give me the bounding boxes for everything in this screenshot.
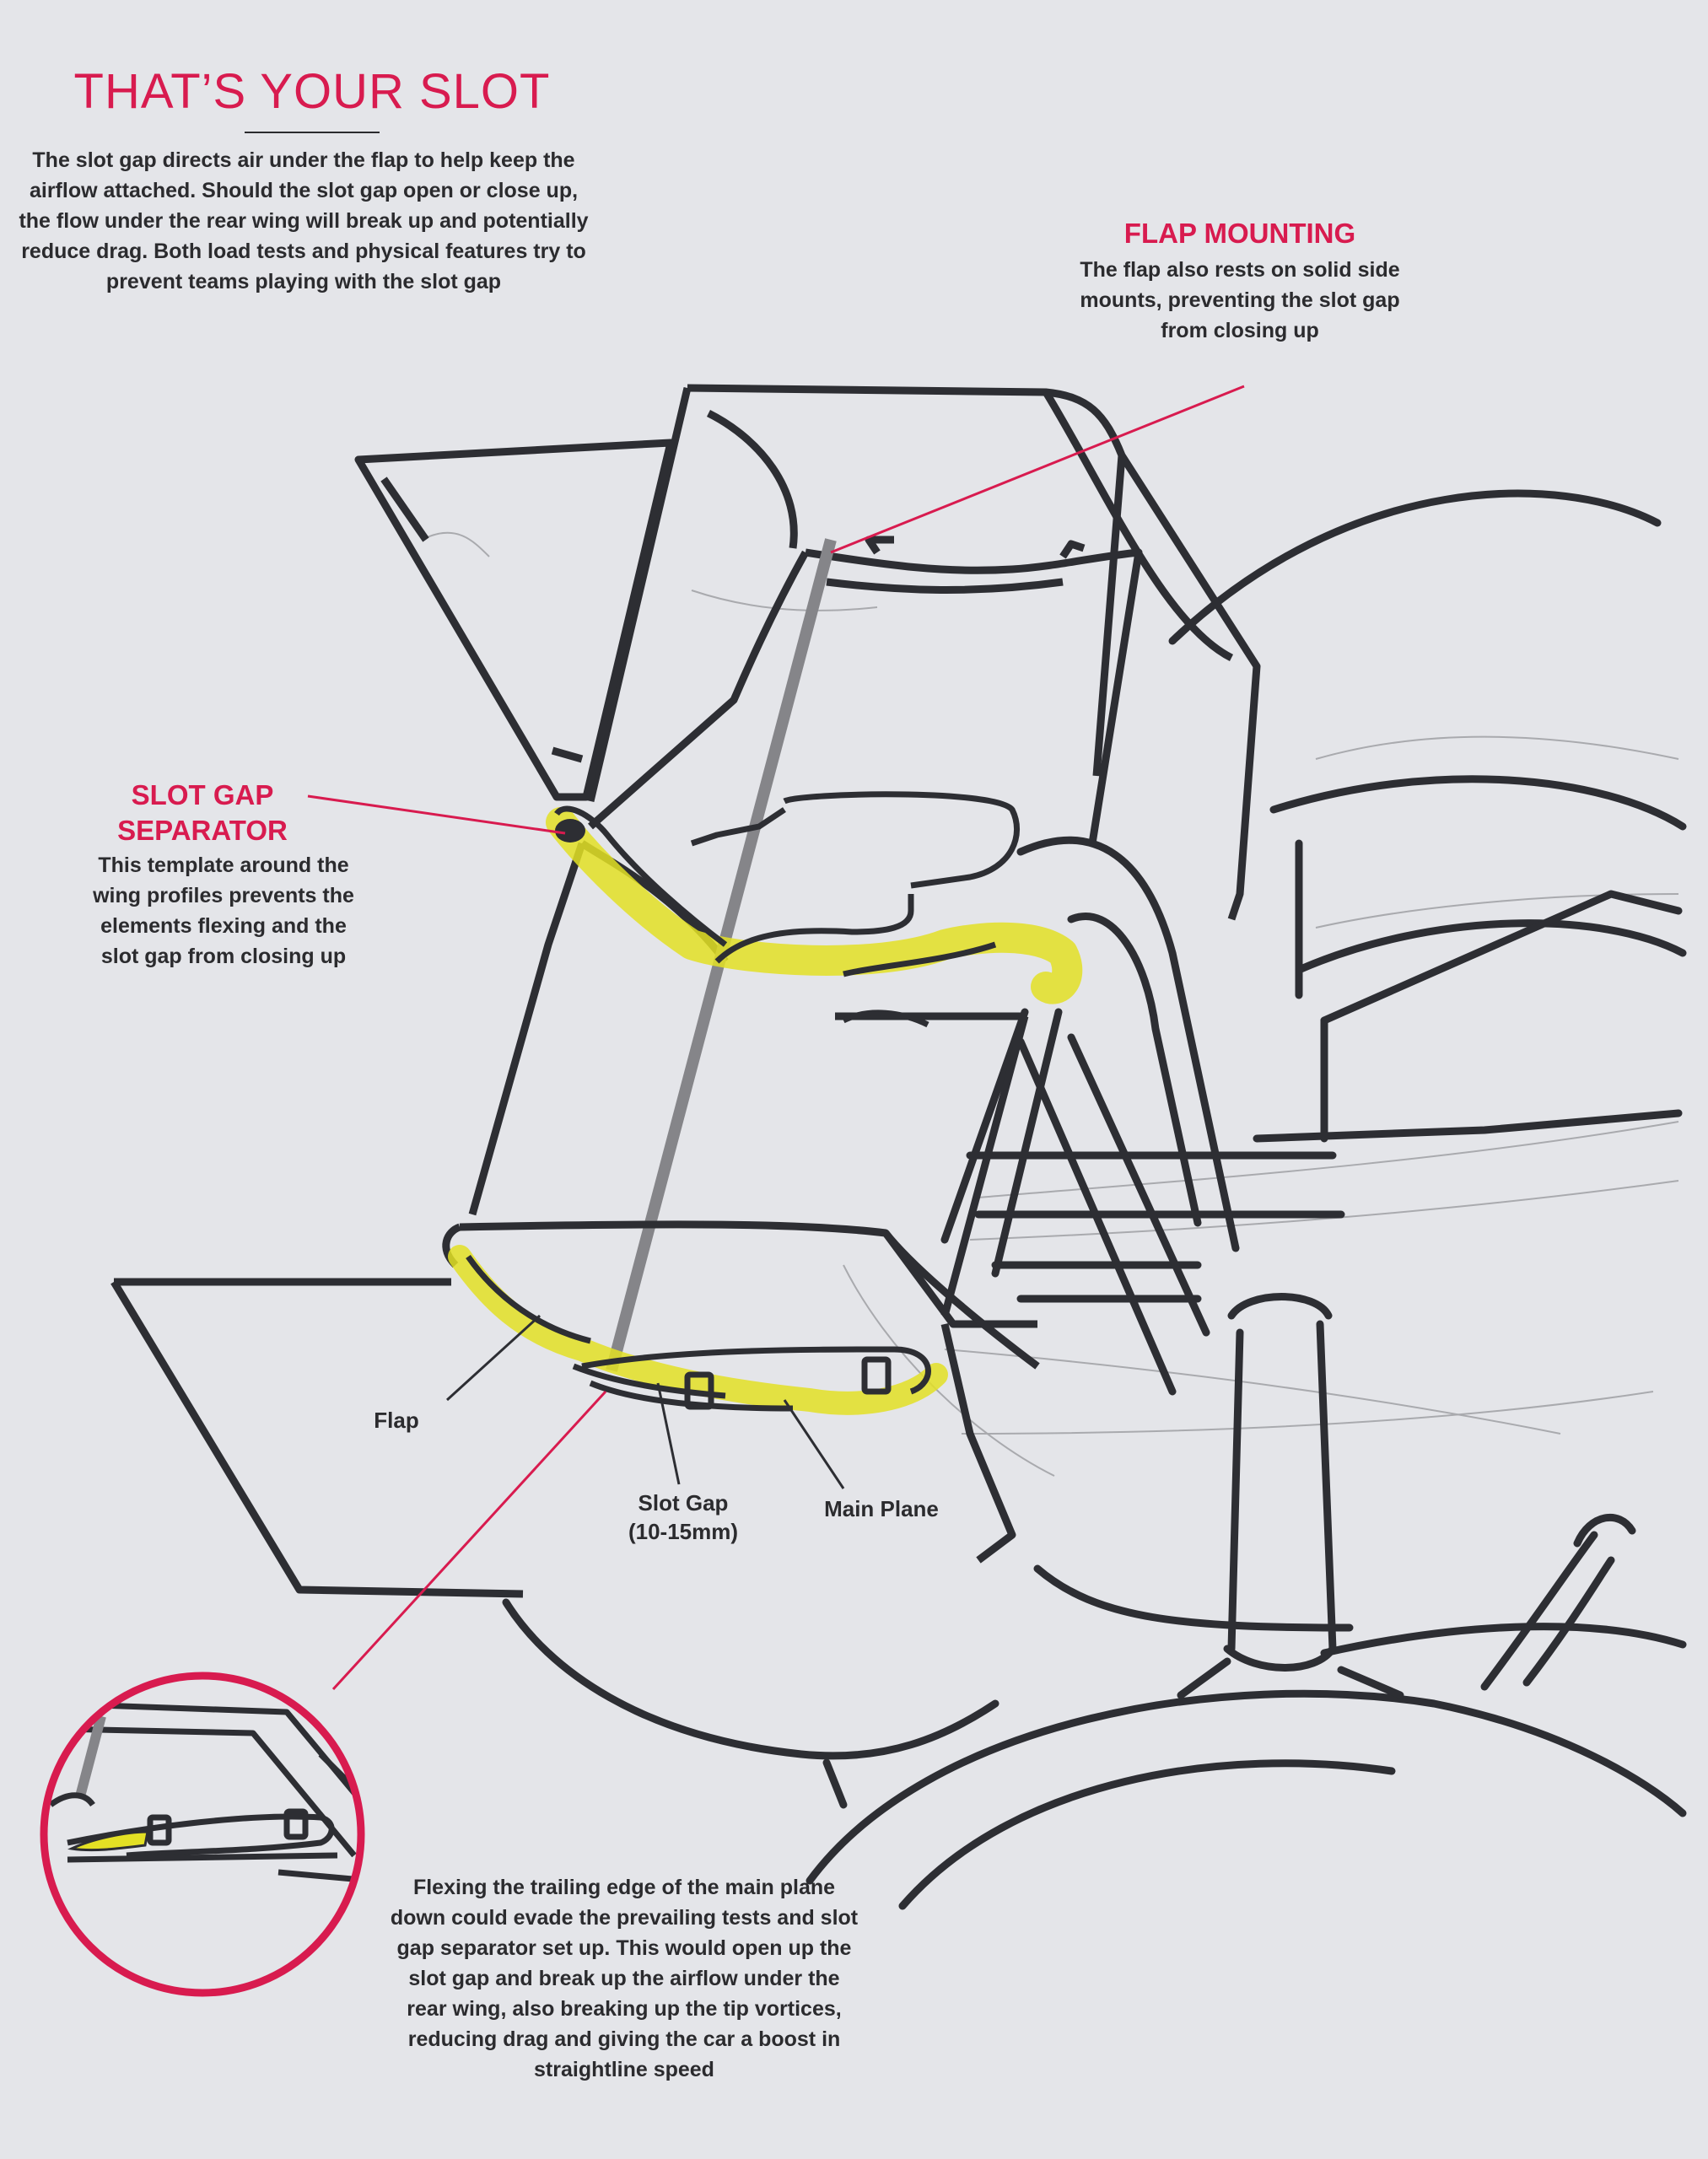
car-bodywork xyxy=(502,489,1687,1910)
main-plane-label: Main Plane xyxy=(824,1496,939,1521)
inset-zoom-circle xyxy=(40,1672,365,1997)
page-title: THAT’S YOUR SLOT xyxy=(73,64,551,119)
lower-slot-gap-bracket xyxy=(466,1254,931,1412)
wing-endplate xyxy=(586,384,1261,921)
lower-slot-gap-highlight xyxy=(448,1245,948,1415)
title-divider xyxy=(245,132,380,133)
label-pointers xyxy=(445,1314,845,1489)
slot-gap-separator-highlight xyxy=(546,807,1083,1004)
slot-gap-separator-body: This template around the wing profiles p… xyxy=(93,853,354,968)
flap-label: Flap xyxy=(374,1408,419,1433)
slot-gap-label-line2: (10-15mm) xyxy=(628,1519,739,1544)
flap-mounting-heading: FLAP MOUNTING xyxy=(1123,218,1356,249)
intro-text: The slot gap directs air under the flap … xyxy=(19,148,589,293)
separator-end-cap xyxy=(555,819,585,843)
slot-gap-label-line1: Slot Gap xyxy=(638,1490,729,1516)
pencil-sketch-lines xyxy=(421,531,1679,1477)
flap-mounting-body: The flap also rests on solid side mounts… xyxy=(1080,258,1400,342)
flexing-note: Flexing the trailing edge of the main pl… xyxy=(390,1876,859,2081)
lower-wing-assembly xyxy=(110,1220,1040,1598)
upper-flap-element xyxy=(588,536,1143,844)
upper-left-panel xyxy=(354,439,675,801)
slot-gap-label: Slot Gap (10-15mm) xyxy=(590,1489,776,1546)
mid-wing-box xyxy=(468,840,1029,1317)
slot-gap-separator-bracket xyxy=(554,791,1021,1028)
callout-lines xyxy=(307,385,1245,1691)
slot-gap-separator-heading: SLOT GAP SEPARATOR xyxy=(117,779,288,846)
